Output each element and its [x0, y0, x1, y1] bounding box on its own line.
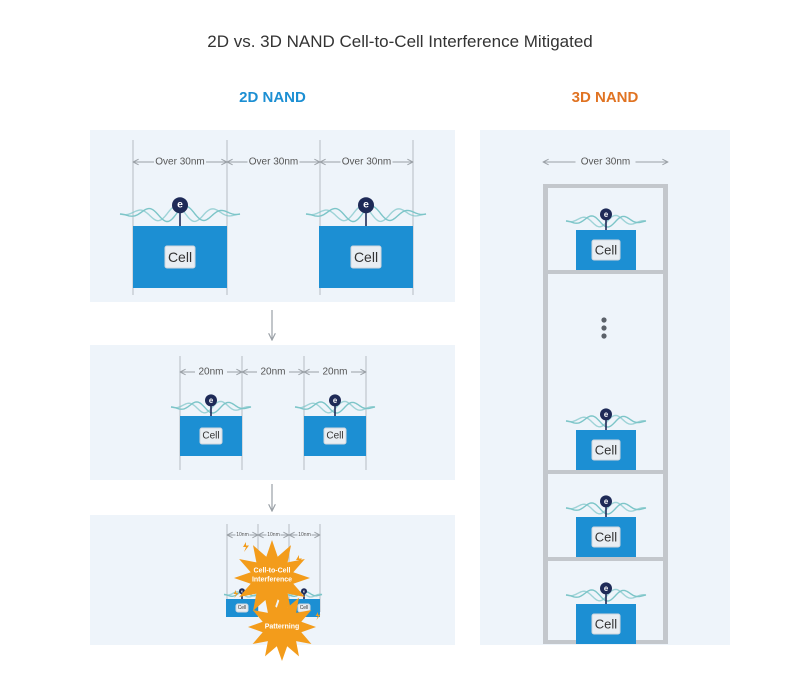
heading-3d-nand: 3D NAND [571, 89, 639, 106]
cell-label: Cell [238, 605, 247, 611]
cell-label: Cell [326, 431, 343, 442]
electron-label: e [363, 200, 369, 211]
stack-left-rail [543, 184, 548, 644]
dimension-label: 10nm [298, 532, 311, 538]
interference-label: Interference [252, 577, 292, 584]
ellipsis-dot [601, 317, 607, 323]
cell-label-box [591, 239, 621, 261]
electron-label: e [241, 589, 244, 594]
panel-2d-20nm [90, 345, 455, 480]
cell-label: Cell [595, 617, 618, 632]
lightning-icon [243, 542, 249, 552]
dimension-label: 10nm [236, 532, 249, 538]
diagram-title: 2D vs. 3D NAND Cell-to-Cell Interference… [207, 32, 593, 51]
electron-label: e [604, 210, 609, 219]
electron-label: e [333, 396, 338, 405]
electron [600, 582, 612, 595]
cell-label-box [199, 427, 223, 445]
cell-label: Cell [168, 249, 192, 265]
electron [329, 394, 341, 407]
cell-label: Cell [595, 530, 618, 545]
electron-label: e [209, 396, 214, 405]
dimension-label: Over 30nm [249, 157, 298, 168]
electron [358, 197, 374, 214]
electron-label: e [303, 589, 306, 594]
dimension-label: Over 30nm [581, 157, 630, 168]
dimension-label: 10nm [267, 532, 280, 538]
dimension-label: Over 30nm [342, 157, 391, 168]
cell-label: Cell [595, 243, 618, 258]
electron-label: e [604, 497, 609, 506]
electron-label: e [177, 200, 183, 211]
stack-layer [543, 470, 668, 474]
cell-label-box [591, 526, 621, 548]
dimension-label: 20nm [322, 367, 347, 378]
cell-label: Cell [595, 443, 618, 458]
cell-label: Cell [202, 431, 219, 442]
electron [301, 588, 307, 595]
electron [600, 408, 612, 421]
ellipsis-dot [601, 325, 607, 331]
dimension-label: Over 30nm [155, 157, 204, 168]
cell-label: Cell [354, 249, 378, 265]
cell-label-box [591, 613, 621, 635]
electron-label: e [604, 410, 609, 419]
ellipsis-dot [601, 333, 607, 339]
interference-burst [234, 540, 310, 616]
stack-layer [543, 557, 668, 561]
stack-right-rail [663, 184, 668, 644]
electron [600, 495, 612, 508]
cell-label-box [323, 427, 347, 445]
electron-label: e [604, 584, 609, 593]
patterning-label: Patterning [265, 624, 300, 631]
cell-label: Cell [300, 605, 309, 611]
electron [600, 208, 612, 221]
cell-label-box [591, 439, 621, 461]
lightning-icon [233, 590, 239, 598]
dimension-label: 20nm [198, 367, 223, 378]
heading-2d-nand: 2D NAND [239, 89, 306, 106]
electron [205, 394, 217, 407]
stack-layer [543, 184, 668, 188]
dimension-label: 20nm [260, 367, 285, 378]
stack-layer [543, 270, 668, 274]
cell-label-box [350, 245, 382, 269]
electron [172, 197, 188, 214]
interference-label: Cell-to-Cell [254, 568, 291, 575]
cell-label-box [235, 603, 249, 613]
lightning-icon [315, 612, 321, 620]
patterning-burst [248, 593, 316, 661]
cell-label-box [164, 245, 196, 269]
lightning-icon [296, 555, 302, 565]
